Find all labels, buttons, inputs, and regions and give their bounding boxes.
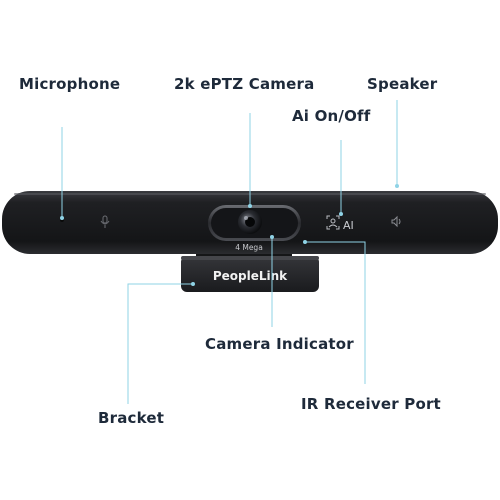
- label-ai-toggle: Ai On/Off: [292, 107, 371, 125]
- label-speaker: Speaker: [367, 75, 438, 93]
- bracket-callout-dot: [191, 282, 195, 286]
- camera-callout-dot: [248, 204, 252, 208]
- lens-resolution-text: 4 Mega: [235, 243, 263, 252]
- ai-callout-dot: [339, 212, 343, 216]
- ir-callout-dot: [303, 240, 307, 244]
- label-bracket: Bracket: [98, 409, 165, 427]
- microphone-callout-dot: [60, 216, 64, 220]
- callout-lines: [61, 100, 398, 404]
- ai-button-label: AI: [343, 219, 354, 232]
- microphone-icon: [100, 215, 110, 228]
- camera-lens: [208, 205, 301, 241]
- indicator-callout-dot: [270, 235, 274, 239]
- brand-logo: PeopleLink: [213, 269, 288, 283]
- speaker-icon: [391, 215, 401, 228]
- ai-toggle-button: AI: [326, 215, 354, 232]
- face-scan-icon: [326, 215, 340, 230]
- ir-callout: [305, 241, 366, 384]
- label-microphone: Microphone: [19, 75, 121, 93]
- bracket-callout: [127, 283, 193, 404]
- label-ir-receiver: IR Receiver Port: [301, 395, 441, 413]
- label-camera-indicator: Camera Indicator: [205, 335, 354, 353]
- label-camera: 2k ePTZ Camera: [174, 75, 315, 93]
- speaker-callout-dot: [395, 184, 399, 188]
